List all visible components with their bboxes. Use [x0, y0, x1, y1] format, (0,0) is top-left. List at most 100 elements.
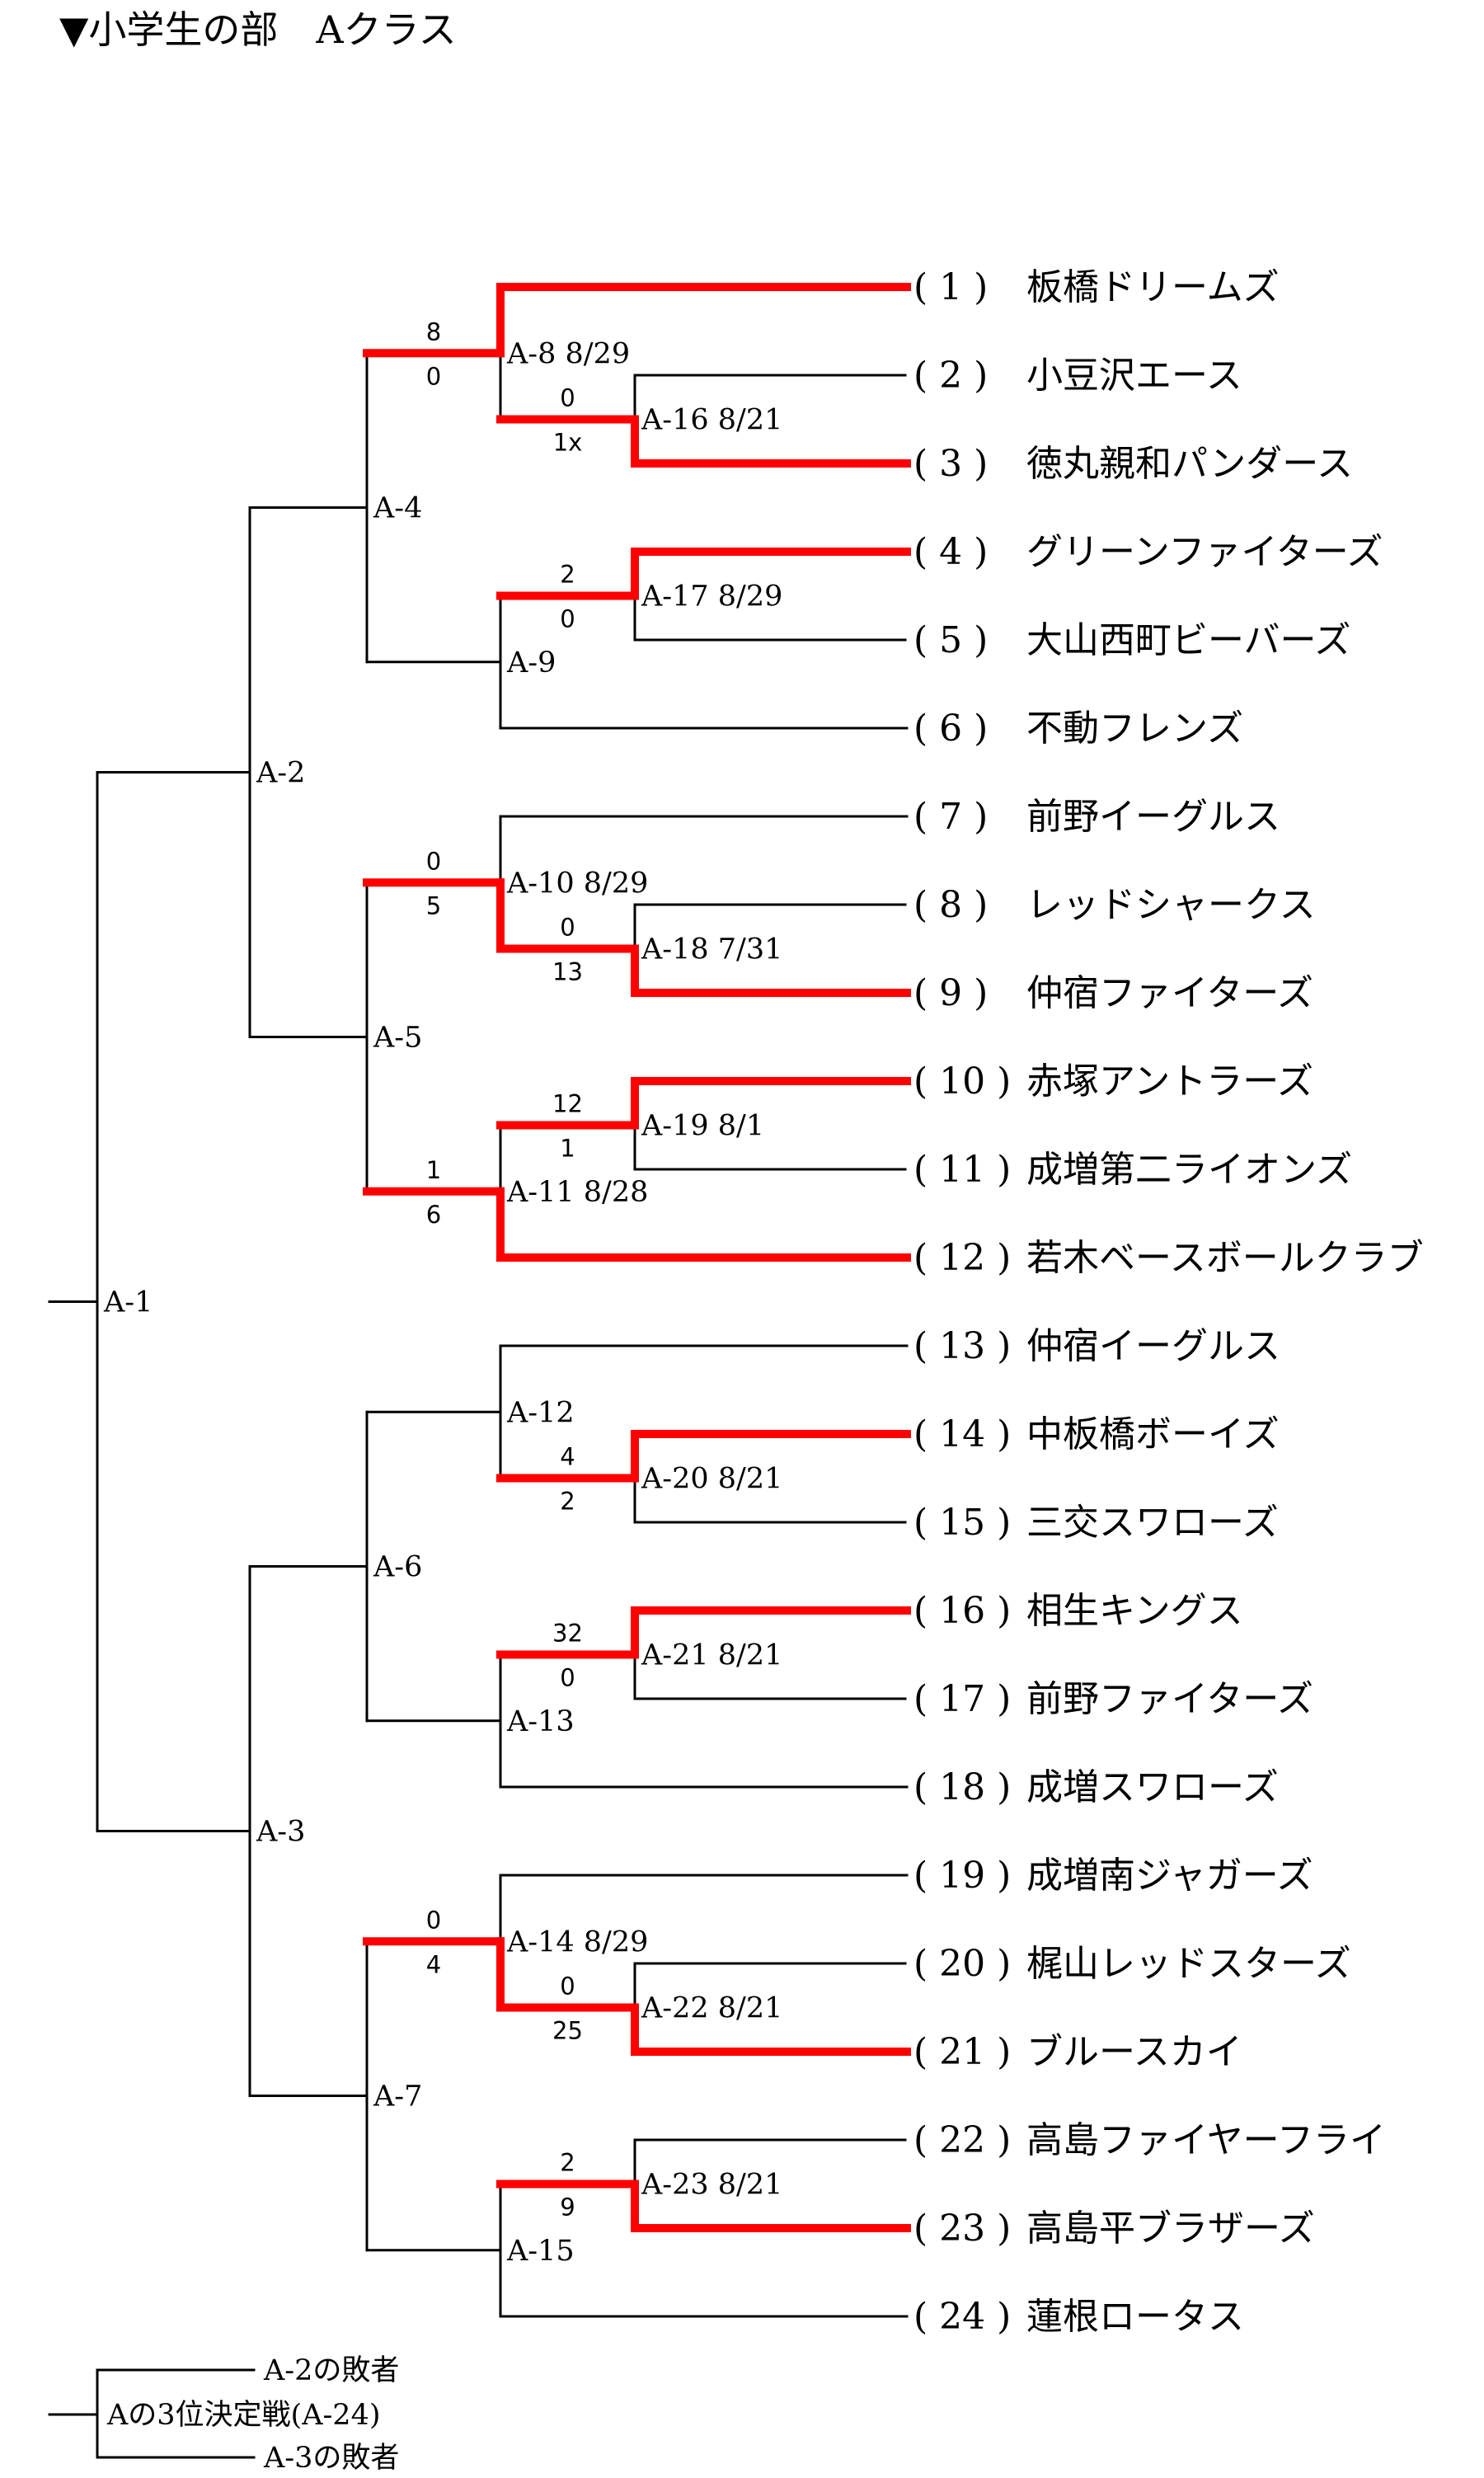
match-label: A-13 [506, 1705, 575, 1738]
score-bottom: 2 [560, 1488, 575, 1516]
score-bottom: 1x [553, 429, 583, 457]
team-seed: ( 14 ) [913, 1413, 1011, 1455]
team-seed: ( 3 ) [913, 443, 988, 485]
score-top: 0 [426, 847, 441, 875]
score-top: 12 [552, 1090, 583, 1118]
third-place-top-label: A-2の敗者 [263, 2354, 399, 2387]
match-label: A-10 8/29 [506, 867, 648, 900]
team-name: 成増スワローズ [1026, 1766, 1279, 1808]
team-seed: ( 2 ) [913, 355, 988, 397]
match-label: A-3 [256, 1816, 305, 1849]
score-bottom: 13 [552, 958, 583, 986]
score-top: 1 [426, 1156, 441, 1184]
score-top: 0 [426, 1906, 441, 1934]
match-label: A-19 8/1 [641, 1110, 764, 1143]
team-seed: ( 18 ) [913, 1766, 1011, 1808]
match-label: A-7 [373, 2081, 422, 2114]
match-label: A-22 8/21 [641, 1992, 782, 2025]
match-label: A-17 8/29 [641, 581, 782, 614]
team-seed: ( 12 ) [913, 1237, 1011, 1279]
team-seed: ( 24 ) [913, 2296, 1011, 2338]
match-label: A-1 [103, 1286, 153, 1319]
team-seed: ( 17 ) [913, 1678, 1011, 1720]
team-name: 徳丸親和パンダース [1026, 443, 1353, 485]
team-name: 大山西町ビーバーズ [1026, 619, 1350, 661]
match-label: A-4 [373, 492, 422, 525]
score-top: 4 [560, 1443, 575, 1471]
team-seed: ( 9 ) [913, 972, 988, 1014]
team-name: 成増第二ライオンズ [1026, 1149, 1352, 1191]
team-name: 成増南ジャガーズ [1026, 1855, 1313, 1897]
score-bottom: 0 [560, 1664, 575, 1692]
team-name: 小豆沢エース [1026, 355, 1242, 397]
team-name: グリーンファイターズ [1026, 531, 1383, 573]
team-seed: ( 11 ) [913, 1149, 1011, 1191]
team-seed: ( 21 ) [913, 2031, 1011, 2073]
team-seed: ( 16 ) [913, 1590, 1011, 1632]
match-label: A-5 [373, 1022, 422, 1055]
match-label: A-16 8/21 [641, 404, 782, 437]
team-name: 板橋ドリームズ [1026, 266, 1280, 308]
match-label: A-15 [506, 2235, 575, 2268]
team-name: 中板橋ボーイズ [1026, 1413, 1280, 1455]
team-seed: ( 23 ) [913, 2208, 1011, 2250]
match-label: A-6 [373, 1551, 422, 1584]
score-top: 32 [552, 1620, 583, 1648]
team-seed: ( 20 ) [913, 1943, 1011, 1985]
team-seed: ( 19 ) [913, 1855, 1011, 1897]
match-label: A-8 8/29 [506, 337, 630, 370]
team-seed: ( 7 ) [913, 796, 988, 838]
score-top: 2 [560, 561, 575, 589]
team-name: 若木ベースボールクラブ [1026, 1237, 1424, 1279]
score-bottom: 25 [552, 2017, 583, 2045]
score-bottom: 0 [560, 605, 575, 633]
match-label: A-18 7/31 [641, 933, 782, 966]
team-name: 仲宿イーグルス [1026, 1325, 1280, 1367]
match-label: A-2 [256, 757, 305, 790]
match-label: A-14 8/29 [506, 1926, 648, 1958]
team-seed: ( 13 ) [913, 1325, 1011, 1367]
score-top: 8 [426, 317, 441, 346]
match-label: A-20 8/21 [641, 1463, 782, 1496]
bracket-labels: ( 1 )板橋ドリームズ( 2 )小豆沢エース( 3 )徳丸親和パンダース( 4… [103, 266, 1424, 2475]
team-name: 高島平ブラザーズ [1026, 2208, 1315, 2250]
third-place-label: Aの3位決定戦(A-24) [106, 2399, 381, 2432]
team-seed: ( 22 ) [913, 2119, 1011, 2161]
score-bottom: 6 [426, 1201, 441, 1229]
team-name: 高島ファイヤーフライ [1026, 2119, 1386, 2161]
team-seed: ( 5 ) [913, 619, 988, 661]
third-place-bottom-label: A-3の敗者 [263, 2442, 399, 2475]
team-seed: ( 4 ) [913, 531, 988, 573]
score-top: 0 [560, 384, 575, 412]
match-label: A-9 [506, 647, 556, 679]
team-name: 三交スワローズ [1026, 1502, 1279, 1544]
team-seed: ( 8 ) [913, 884, 988, 926]
team-name: 前野イーグルス [1026, 796, 1280, 838]
page-title: ▼小学生の部 Aクラス [59, 7, 457, 52]
score-bottom: 0 [426, 362, 441, 390]
match-label: A-11 8/28 [506, 1176, 648, 1209]
match-label: A-12 [506, 1396, 575, 1429]
team-seed: ( 6 ) [913, 708, 988, 750]
team-seed: ( 15 ) [913, 1502, 1011, 1544]
score-bottom: 9 [560, 2194, 575, 2222]
match-label: A-21 8/21 [641, 1639, 782, 1672]
team-name: 蓮根ロータス [1026, 2296, 1244, 2338]
score-bottom: 4 [426, 1950, 441, 1978]
score-top: 0 [560, 1973, 575, 2001]
bracket-lines [48, 283, 911, 2459]
match-label: A-23 8/21 [641, 2169, 782, 2202]
team-name: 仲宿ファイターズ [1026, 972, 1313, 1014]
score-bottom: 1 [560, 1135, 575, 1163]
team-name: 赤塚アントラーズ [1026, 1060, 1313, 1103]
team-seed: ( 10 ) [913, 1060, 1011, 1103]
team-name: 相生キングス [1026, 1590, 1243, 1632]
team-name: レッドシャークス [1026, 884, 1316, 926]
team-name: ブルースカイ [1026, 2031, 1242, 2073]
team-name: 梶山レッドスターズ [1026, 1943, 1351, 1985]
score-top: 2 [560, 2149, 575, 2177]
team-name: 不動フレンズ [1026, 708, 1243, 750]
score-bottom: 5 [426, 891, 441, 919]
score-top: 0 [560, 914, 575, 942]
